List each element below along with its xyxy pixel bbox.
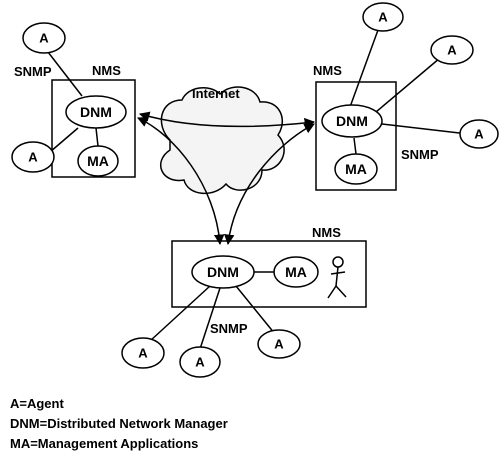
agent-right-top-label: A	[378, 10, 388, 25]
left-ma-label: MA	[87, 153, 109, 169]
bottom-ma-label: MA	[285, 264, 307, 280]
legend-dnm: DNM=Distributed Network Manager	[10, 416, 228, 431]
agent-right-side-label: A	[474, 127, 484, 142]
bottom-agent-middle-line	[199, 287, 221, 350]
agent-left-bottom	[11, 141, 55, 173]
right-dnm-label: DNM	[336, 113, 368, 129]
agent-right-upper	[430, 35, 474, 65]
bottom-agent-left-line	[149, 285, 211, 342]
nms-bottom-label: NMS	[312, 225, 341, 240]
nms-left-box	[51, 79, 136, 178]
link-right-to-bottom	[224, 123, 315, 246]
bottom-dnm-label: DNM	[207, 264, 239, 280]
right-dnm-ma-line	[353, 137, 357, 155]
left-dnm-node	[65, 95, 127, 129]
bottom-dnm-node	[191, 255, 255, 289]
left-agent-bottom-line	[49, 127, 79, 153]
snmp-label-bottom: SNMP	[210, 321, 248, 336]
internet-label: Internet	[192, 86, 240, 101]
agent-bottom-middle	[179, 346, 221, 378]
agent-bottom-right	[257, 329, 301, 359]
nms-right-box	[315, 81, 397, 191]
right-agent-side-line	[381, 123, 469, 135]
agent-left-top	[22, 22, 66, 54]
agent-right-side	[459, 119, 499, 149]
legend-agent: A=Agent	[10, 396, 64, 411]
agent-bottom-left	[121, 337, 165, 369]
right-agent-upper-line	[375, 57, 441, 113]
agent-right-top	[362, 2, 404, 32]
left-ma-node	[77, 145, 119, 177]
agent-left-top-label: A	[39, 31, 49, 46]
right-ma-node	[334, 153, 378, 185]
left-dnm-ma-line	[95, 127, 99, 147]
agent-left-bottom-label: A	[28, 150, 38, 165]
bottom-ma-node	[273, 256, 319, 288]
agent-bottom-middle-label: A	[195, 355, 205, 370]
right-ma-label: MA	[345, 161, 367, 177]
left-agent-top-line	[47, 51, 83, 97]
internet-cloud	[159, 86, 285, 194]
snmp-label-left: SNMP	[14, 64, 52, 79]
agent-bottom-left-label: A	[138, 346, 148, 361]
agent-right-upper-label: A	[447, 43, 457, 58]
nms-left-label: NMS	[92, 63, 121, 78]
link-left-to-right	[138, 111, 316, 129]
left-dnm-label: DNM	[80, 104, 112, 120]
agent-bottom-right-label: A	[274, 337, 284, 352]
bottom-agent-right-line	[235, 285, 276, 335]
snmp-label-right: SNMP	[401, 147, 439, 162]
right-agent-top-line	[349, 29, 379, 108]
legend-ma: MA=Management Applications	[10, 436, 198, 451]
right-dnm-node	[321, 104, 383, 138]
nms-right-label: NMS	[313, 63, 342, 78]
user-figure-icon	[327, 256, 347, 299]
